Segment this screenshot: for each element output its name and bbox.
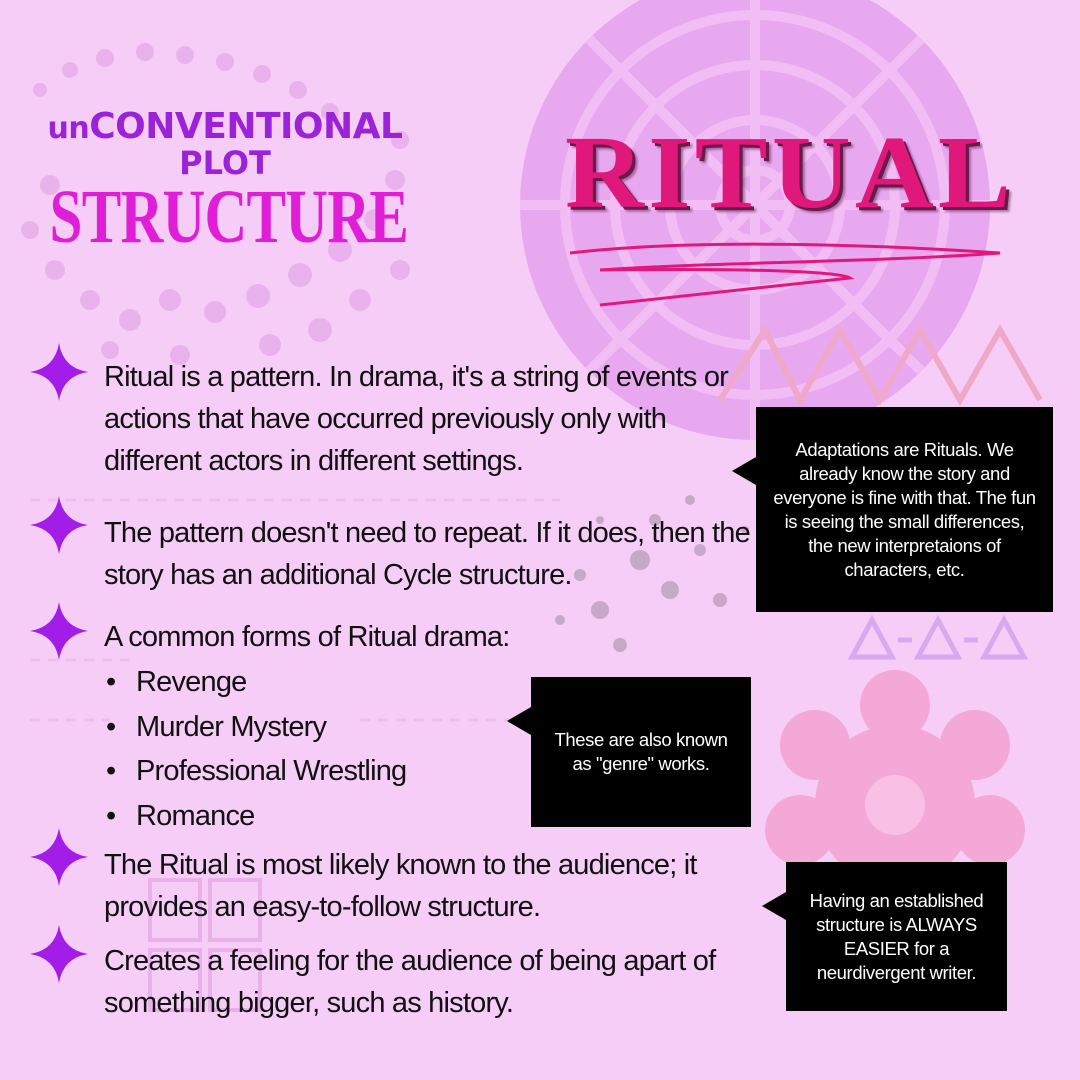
list-item: Murder Mystery	[104, 705, 406, 750]
triangle-row-decoration	[847, 614, 1029, 660]
series-header: unCONVENTIONAL PLOT STRUCTURE	[0, 108, 450, 259]
ritual-forms-list: Revenge Murder Mystery Professional Wres…	[104, 660, 407, 839]
page-title: RITUAL	[565, 115, 1015, 230]
list-item: Revenge	[104, 660, 406, 705]
mandala-decoration	[520, 0, 990, 440]
brand-prefix: un	[47, 111, 90, 146]
callout-adaptations-text: Adaptations are Rituals. We already know…	[773, 438, 1036, 580]
callout-tail	[507, 707, 531, 735]
bullet-known-to-audience: The Ritual is most likely known to the a…	[104, 849, 697, 923]
callout-adaptations: Adaptations are Rituals. We already know…	[732, 407, 1053, 612]
sparkle-icon	[30, 496, 88, 554]
scatter-dots-decoration	[555, 495, 749, 652]
bullet-ritual-pattern: Ritual is a pattern. In drama, it's a st…	[104, 361, 729, 477]
sparkle-icon	[30, 602, 88, 660]
dot-cluster-decoration	[21, 43, 410, 365]
bullet-pattern-repeat: The pattern doesn't need to repeat. If i…	[104, 517, 751, 591]
zigzag-decoration	[717, 323, 1043, 407]
callout-tail	[732, 457, 756, 485]
bullet-feeling-bigger: Creates a feeling for the audience of be…	[104, 945, 716, 1019]
sparkle-icon	[30, 343, 88, 401]
brand-line-3: STRUCTURE	[49, 175, 409, 259]
bullet-common-forms: A common forms of Ritual drama:	[104, 621, 510, 653]
underline-scribble	[569, 242, 1001, 307]
callout-tail	[762, 892, 786, 920]
callout-genre-text: These are also known as "genre" works.	[554, 729, 728, 774]
brand-line-1: unCONVENTIONAL	[0, 108, 450, 148]
callout-genre: These are also known as "genre" works.	[507, 677, 751, 827]
callout-established: Having an established structure is ALWAY…	[762, 862, 1007, 1011]
list-item: Romance	[104, 794, 406, 839]
sparkle-icon	[30, 828, 88, 886]
sparkle-icon	[30, 925, 88, 983]
brand-main: CONVENTIONAL	[89, 106, 403, 147]
square-outline-decoration	[148, 878, 262, 1012]
callout-established-text: Having an established structure is ALWAY…	[809, 889, 984, 983]
brand-line-2: PLOT	[179, 144, 271, 182]
list-item: Professional Wrestling	[104, 749, 407, 794]
